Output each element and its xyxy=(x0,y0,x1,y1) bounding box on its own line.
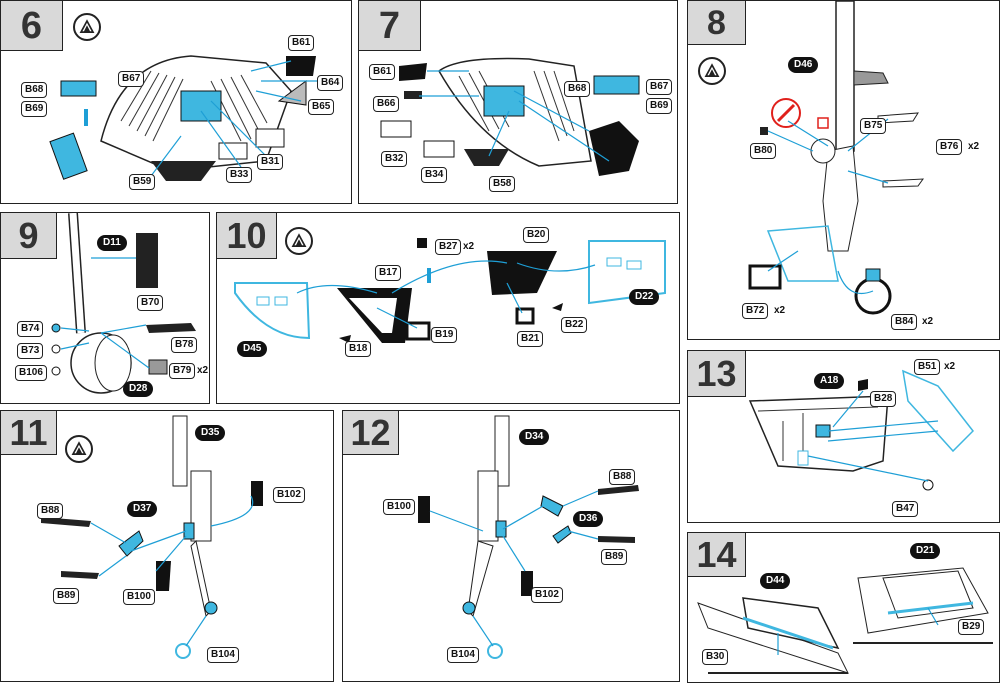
callout-a18: A18 xyxy=(814,373,845,389)
part-label-b29: B29 xyxy=(958,619,985,635)
callout-d36: D36 xyxy=(573,511,604,527)
step-number: 11 xyxy=(1,411,57,455)
part-label-b67: B67 xyxy=(646,79,673,95)
caution-icon xyxy=(73,13,101,41)
callout-d46: D46 xyxy=(788,57,819,73)
callout-d11: D11 xyxy=(97,235,127,251)
part-label-b76: B76 xyxy=(936,139,963,155)
quantity-b51: x2 xyxy=(944,361,956,372)
part-label-b21: B21 xyxy=(517,331,544,347)
part-label-b80: B80 xyxy=(750,143,777,159)
step-number: 14 xyxy=(688,533,746,577)
step-8-drawing xyxy=(748,1,925,315)
quantity-b76: x2 xyxy=(968,141,980,152)
part-label-b100: B100 xyxy=(123,589,155,605)
part-label-b64: B64 xyxy=(317,75,344,91)
part-label-b66: B66 xyxy=(373,96,400,112)
part-label-b88: B88 xyxy=(609,469,636,485)
callout-d21: D21 xyxy=(910,543,941,559)
part-label-b65: B65 xyxy=(308,99,335,115)
step-number: 7 xyxy=(359,1,421,51)
step-7-panel: 7 B61 B66 B32 B34 B58 B68 B67 B69 xyxy=(358,0,678,204)
callout-d37: D37 xyxy=(127,501,158,517)
part-label-b33: B33 xyxy=(226,167,253,183)
part-label-b30: B30 xyxy=(702,649,729,665)
part-label-b61: B61 xyxy=(288,35,315,51)
step-12-drawing xyxy=(418,415,639,659)
step-14-panel: 14 D44 D21 B30 B29 xyxy=(687,532,1000,683)
step-6-drawing xyxy=(49,55,328,181)
callout-d35: D35 xyxy=(195,425,226,441)
part-label-b59: B59 xyxy=(129,174,156,190)
part-label-b68: B68 xyxy=(21,82,48,98)
callout-d22: D22 xyxy=(629,289,660,305)
callout-d34: D34 xyxy=(519,429,550,445)
step-13-drawing xyxy=(748,369,974,491)
part-label-b72: B72 xyxy=(742,303,769,319)
part-label-b70: B70 xyxy=(137,295,164,311)
caution-icon xyxy=(285,227,313,255)
part-label-b78: B78 xyxy=(171,337,198,353)
quantity-b84: x2 xyxy=(922,316,934,327)
part-label-b34: B34 xyxy=(421,167,448,183)
part-label-b18: B18 xyxy=(345,341,372,357)
quantity-b79: x2 xyxy=(197,365,209,376)
step-number: 13 xyxy=(688,351,746,397)
step-14-drawing xyxy=(697,567,993,674)
part-label-b17: B17 xyxy=(375,265,402,281)
quantity-b27: x2 xyxy=(463,241,475,252)
part-label-b102: B102 xyxy=(273,487,305,503)
callout-d44: D44 xyxy=(760,573,791,589)
step-number: 8 xyxy=(688,1,746,45)
callout-d45: D45 xyxy=(237,341,268,357)
part-label-b102: B102 xyxy=(531,587,563,603)
caution-icon xyxy=(65,435,93,463)
part-label-b100: B100 xyxy=(383,499,415,515)
step-6-panel: 6 B61 B64 B65 B67 B68 B69 B59 B33 B31 xyxy=(0,0,352,204)
callout-d28: D28 xyxy=(123,381,154,397)
part-label-b106: B106 xyxy=(15,365,47,381)
part-label-b51: B51 xyxy=(914,359,941,375)
part-label-b67: B67 xyxy=(118,71,145,87)
part-label-b89: B89 xyxy=(53,588,80,604)
part-label-b27: B27 xyxy=(435,239,462,255)
part-label-b75: B75 xyxy=(860,118,887,134)
part-label-b47: B47 xyxy=(892,501,919,517)
step-number: 10 xyxy=(217,213,277,259)
part-label-b31: B31 xyxy=(257,154,284,170)
part-label-b32: B32 xyxy=(381,151,408,167)
part-label-b89: B89 xyxy=(601,549,628,565)
part-label-b84: B84 xyxy=(891,314,918,330)
part-label-b20: B20 xyxy=(523,227,550,243)
step-number: 12 xyxy=(343,411,399,455)
step-8-panel: 8 D46 B75 B76 x2 B80 B72 x2 B84 x2 xyxy=(687,0,1000,340)
part-label-b58: B58 xyxy=(489,176,516,192)
step-number: 9 xyxy=(1,213,57,259)
step-number: 6 xyxy=(1,1,63,51)
part-label-b22: B22 xyxy=(561,317,588,333)
quantity-b72: x2 xyxy=(774,305,786,316)
step-12-panel: 12 D34 D36 B88 B100 B89 B102 B104 xyxy=(342,410,680,682)
step-9-panel: 9 D11 B70 B74 B73 B106 B78 B79 x2 D28 xyxy=(0,212,210,404)
part-label-b79: B79 xyxy=(169,363,196,379)
part-label-b104: B104 xyxy=(207,647,239,663)
part-label-b74: B74 xyxy=(17,321,44,337)
caution-icon xyxy=(698,57,726,85)
step-9-drawing xyxy=(51,213,196,394)
part-label-b88: B88 xyxy=(37,503,64,519)
step-10-panel: 10 B27 x2 B20 B17 B18 B19 B21 B22 D45 D2… xyxy=(216,212,680,404)
part-label-b19: B19 xyxy=(431,327,458,343)
step-7-drawing xyxy=(380,57,640,176)
step-10-drawing xyxy=(234,238,666,343)
part-label-b28: B28 xyxy=(870,391,897,407)
step-13-panel: 13 A18 B51 x2 B28 B47 xyxy=(687,350,1000,523)
step-11-drawing xyxy=(41,415,263,659)
part-label-b69: B69 xyxy=(21,101,48,117)
part-label-b68: B68 xyxy=(564,81,591,97)
part-label-b61: B61 xyxy=(369,64,396,80)
part-label-b73: B73 xyxy=(17,343,44,359)
part-label-b69: B69 xyxy=(646,98,673,114)
step-11-panel: 11 D35 D37 B88 B102 B89 B100 B104 xyxy=(0,410,334,682)
part-label-b104: B104 xyxy=(447,647,479,663)
